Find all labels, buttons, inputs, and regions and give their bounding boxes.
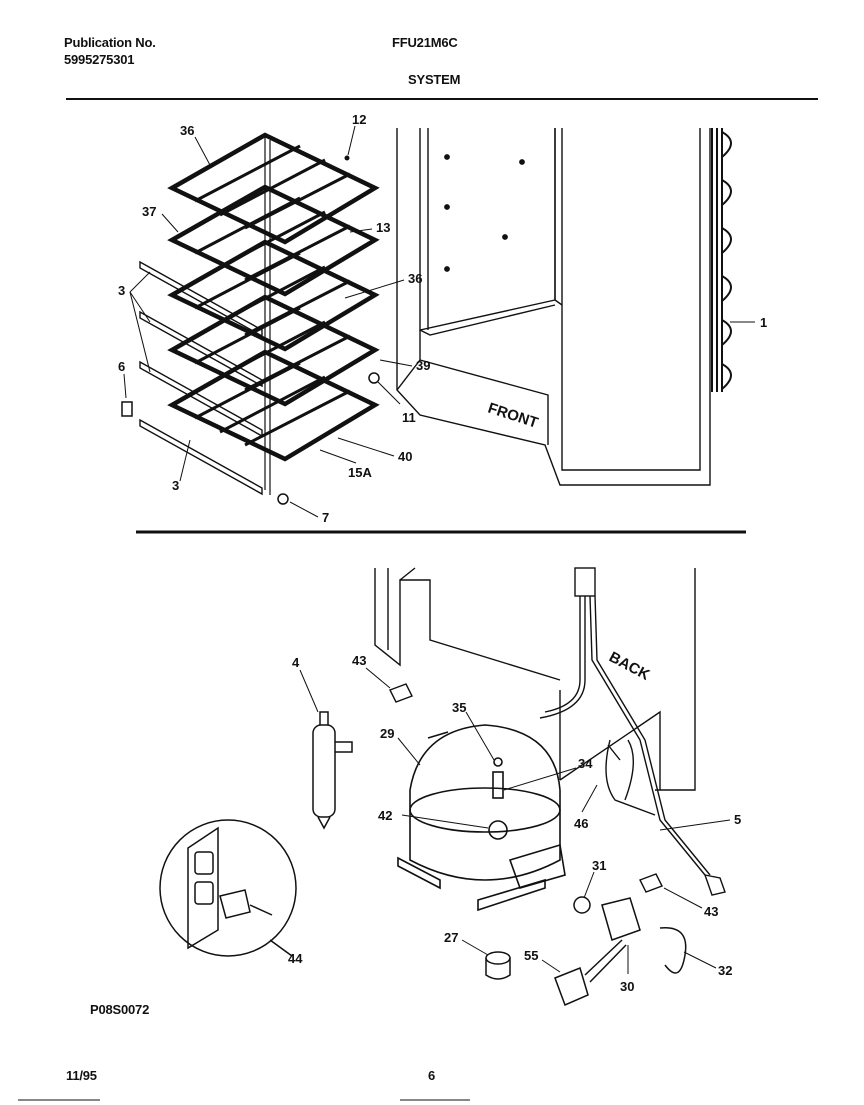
callout-32: 32 [718,963,732,978]
callout-36-top: 36 [180,123,194,138]
callout-40: 40 [398,449,412,464]
section-title: SYSTEM [408,72,461,87]
callout-36-mid: 36 [408,271,422,286]
back-label: BACK [606,649,652,684]
callout-34: 34 [578,756,593,771]
callout-42: 42 [378,808,392,823]
callout-43-top: 43 [352,653,366,668]
callout-7: 7 [322,510,329,525]
evaporator-shelves [167,132,380,495]
condenser-coil [711,128,732,392]
bottom-leaders [299,667,731,974]
clip-43-top [389,683,413,703]
side-rails [139,260,263,496]
callout-46: 46 [574,816,588,831]
callout-13: 13 [376,220,390,235]
callout-4: 4 [292,655,300,670]
figure-code: P08S0072 [90,1002,150,1017]
publication-number: 5995275301 [64,52,135,67]
outlet-inset [159,819,297,957]
filter-drier [312,711,353,830]
relay-overload [554,896,687,1007]
callout-5: 5 [734,812,741,827]
publication-label: Publication No. [64,35,156,50]
callout-29: 29 [380,726,394,741]
callout-31: 31 [592,858,606,873]
callout-3-top: 3 [118,283,125,298]
callout-43-bottom: 43 [704,904,718,919]
compressor [397,724,566,912]
issue-date: 11/95 [66,1068,97,1083]
callout-3-bottom: 3 [172,478,179,493]
callout-6: 6 [118,359,125,374]
callout-27: 27 [444,930,458,945]
freezer-cabinet [396,128,711,486]
callout-11: 11 [402,410,416,425]
callout-44: 44 [288,951,303,966]
callout-35: 35 [452,700,466,715]
grommet [485,951,511,980]
front-label: FRONT [486,400,540,432]
callout-1: 1 [760,315,767,330]
callout-39: 39 [416,358,430,373]
callout-30: 30 [620,979,634,994]
callout-12: 12 [352,112,366,127]
callout-15a: 15A [348,465,372,480]
cabinet-rear [374,567,696,791]
clip-43-bottom [639,873,663,893]
callout-37: 37 [142,204,156,219]
model-number: FFU21M6C [392,35,458,50]
wiring-harness [539,567,726,896]
page-number: 6 [428,1068,436,1083]
top-small-parts [121,155,380,505]
callout-55: 55 [524,948,538,963]
top-leaders [123,125,755,518]
